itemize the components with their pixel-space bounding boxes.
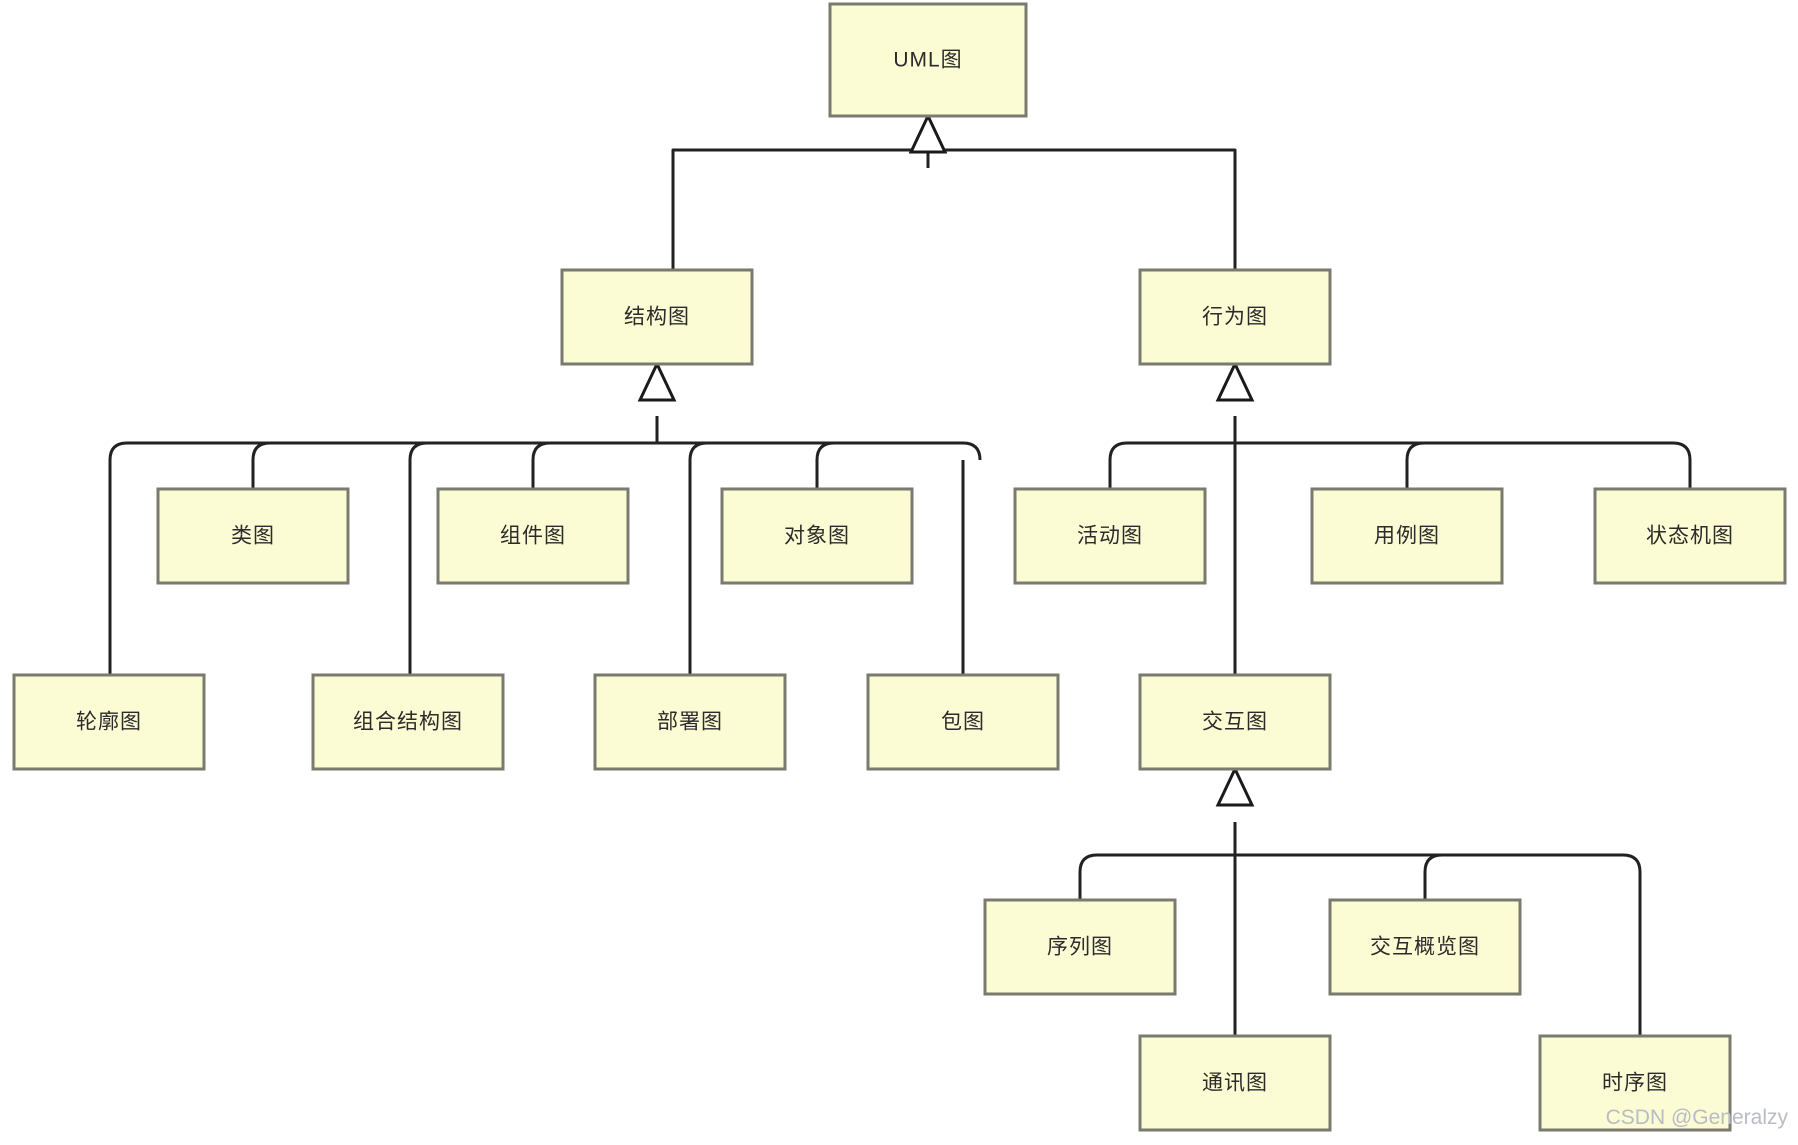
node-class[interactable]: 类图: [156, 487, 350, 585]
node-behavior[interactable]: 行为图: [1138, 268, 1332, 366]
node-label-composite: 组合结构图: [353, 711, 463, 734]
node-timing[interactable]: 时序图: [1538, 1034, 1732, 1132]
node-profile[interactable]: 轮廓图: [12, 673, 206, 771]
node-box-deployment[interactable]: [593, 673, 787, 771]
node-label-activity: 活动图: [1077, 525, 1143, 548]
node-component[interactable]: 组件图: [436, 487, 630, 585]
node-box-overview[interactable]: [1328, 898, 1522, 996]
node-label-usecase: 用例图: [1374, 525, 1440, 548]
connector-line: [108, 441, 982, 461]
node-box-composite[interactable]: [311, 673, 505, 771]
node-structure[interactable]: 结构图: [560, 268, 754, 366]
connector-line: [1078, 853, 1642, 873]
node-composite[interactable]: 组合结构图: [311, 673, 505, 771]
node-box-uml[interactable]: [828, 2, 1028, 118]
connector-line: [688, 441, 708, 461]
node-label-structure: 结构图: [624, 306, 690, 329]
node-box-object[interactable]: [720, 487, 914, 585]
node-box-profile[interactable]: [12, 673, 206, 771]
node-box-communic[interactable]: [1138, 1034, 1332, 1132]
node-label-component: 组件图: [500, 525, 566, 548]
connector-line: [408, 441, 428, 461]
node-box-component[interactable]: [436, 487, 630, 585]
watermark-label: CSDN @Generalzy: [1606, 1106, 1789, 1129]
node-label-object: 对象图: [784, 525, 850, 548]
generalization-arrowhead: [637, 360, 677, 402]
connector-line: [815, 441, 835, 461]
node-label-statemach: 状态机图: [1646, 525, 1734, 548]
generalization-arrowhead: [1215, 765, 1255, 807]
node-overview[interactable]: 交互概览图: [1328, 898, 1522, 996]
node-label-class: 类图: [231, 525, 275, 548]
connector-line: [1405, 441, 1425, 461]
node-box-sequence[interactable]: [983, 898, 1177, 996]
connector-line: [928, 148, 1237, 270]
node-label-communic: 通讯图: [1202, 1072, 1268, 1095]
node-deployment[interactable]: 部署图: [593, 673, 787, 771]
arrowheads-layer: [637, 112, 1255, 807]
connector-line: [671, 148, 930, 270]
node-label-deployment: 部署图: [657, 711, 723, 734]
node-box-class[interactable]: [156, 487, 350, 585]
node-label-uml: UML图: [893, 49, 962, 72]
node-label-overview: 交互概览图: [1370, 936, 1480, 959]
node-sequence[interactable]: 序列图: [983, 898, 1177, 996]
node-usecase[interactable]: 用例图: [1310, 487, 1504, 585]
node-label-interaction: 交互图: [1202, 711, 1268, 734]
node-activity[interactable]: 活动图: [1013, 487, 1207, 585]
node-box-timing[interactable]: [1538, 1034, 1732, 1132]
node-statemach[interactable]: 状态机图: [1593, 487, 1787, 585]
node-box-interaction[interactable]: [1138, 673, 1332, 771]
connector-line: [251, 441, 271, 461]
node-package[interactable]: 包图: [866, 673, 1060, 771]
generalization-arrowhead: [1215, 360, 1255, 402]
connector-line: [1423, 853, 1443, 873]
node-box-usecase[interactable]: [1310, 487, 1504, 585]
node-label-sequence: 序列图: [1047, 936, 1113, 959]
node-label-package: 包图: [941, 711, 985, 734]
generalization-arrowhead: [908, 112, 948, 154]
node-box-activity[interactable]: [1013, 487, 1207, 585]
node-label-behavior: 行为图: [1202, 306, 1268, 329]
node-uml[interactable]: UML图: [828, 2, 1028, 118]
connector-line: [1108, 441, 1692, 461]
node-label-profile: 轮廓图: [76, 711, 142, 734]
node-box-structure[interactable]: [560, 268, 754, 366]
node-box-statemach[interactable]: [1593, 487, 1787, 585]
node-communic[interactable]: 通讯图: [1138, 1034, 1332, 1132]
node-box-behavior[interactable]: [1138, 268, 1332, 366]
node-box-package[interactable]: [866, 673, 1060, 771]
connector-line: [531, 441, 551, 461]
edges-layer: [108, 148, 1692, 1036]
node-label-timing: 时序图: [1602, 1072, 1668, 1095]
node-object[interactable]: 对象图: [720, 487, 914, 585]
node-interaction[interactable]: 交互图: [1138, 673, 1332, 771]
